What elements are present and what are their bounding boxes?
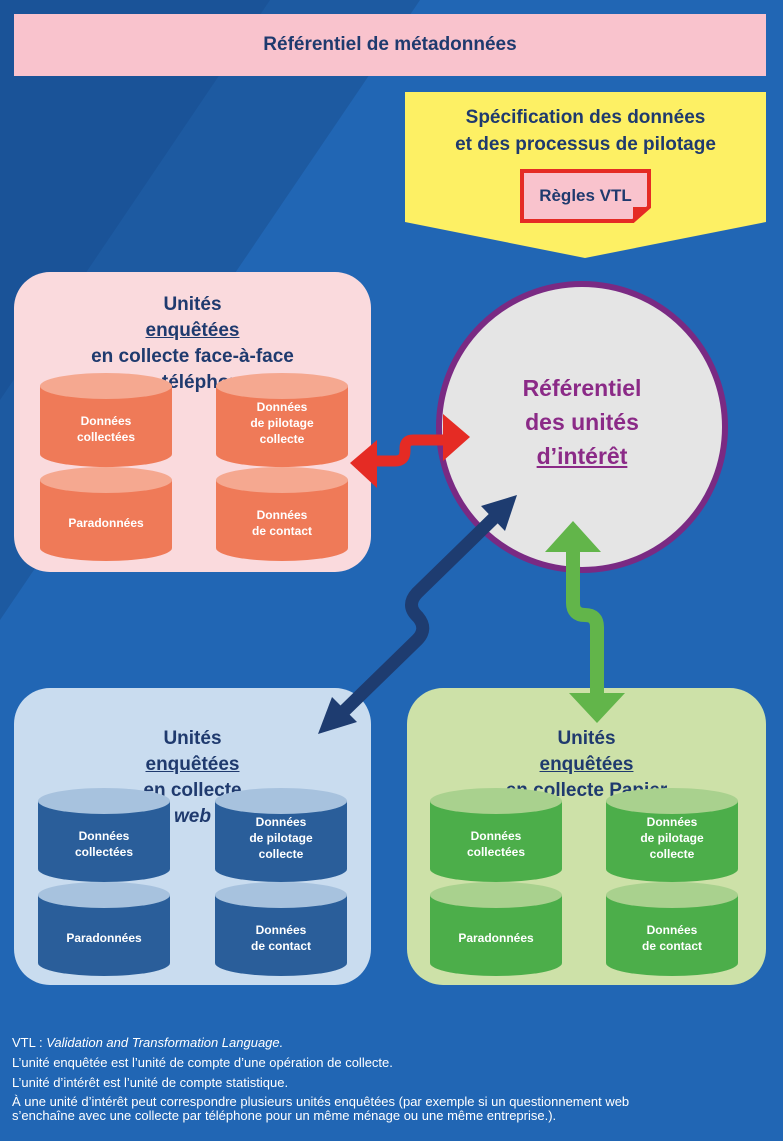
panel-paper: Unités enquêtées en collecte Papier Donn… bbox=[407, 688, 766, 985]
title-prefix: Unités bbox=[557, 728, 616, 749]
panel-web-title: Unités enquêtées en collecte web bbox=[14, 726, 371, 830]
specification-title: Spécification des données et des process… bbox=[405, 104, 766, 158]
cylinder-label: Paradonnées bbox=[458, 931, 534, 945]
title-line-2: en collecte face-à-face bbox=[91, 346, 294, 367]
metadata-header: Référentiel de métadonnées bbox=[14, 14, 766, 76]
footnote-2: L’unité d’intérêt est l’unité de compte … bbox=[12, 1075, 289, 1090]
database-icon bbox=[430, 882, 562, 976]
referentiel-line-1: Référentiel bbox=[522, 375, 642, 401]
title-prefix: Unités bbox=[163, 728, 222, 749]
database-icon bbox=[216, 467, 348, 561]
database-icon bbox=[215, 882, 347, 976]
header-title: Référentiel de métadonnées bbox=[263, 34, 517, 55]
vtl-rules-label: Règles VTL bbox=[539, 186, 632, 205]
database-icon bbox=[606, 788, 738, 882]
database-icon bbox=[215, 788, 347, 882]
referentiel-title: Référentiel des unités d’intérêt bbox=[442, 371, 722, 473]
title-line-2: en collecte bbox=[143, 780, 242, 801]
database-icon bbox=[606, 882, 738, 976]
title-underlined: enquêtées bbox=[145, 754, 240, 775]
panel-web: Unités enquêtées en collecte web Données… bbox=[14, 688, 371, 985]
database-icon bbox=[430, 788, 562, 882]
database-icon bbox=[40, 373, 172, 467]
panel-face-to-face: Unités enquêtées en collecte face-à-face… bbox=[14, 272, 371, 572]
specification-line-2: et des processus de pilotage bbox=[455, 134, 716, 155]
footnotes: VTL : Validation and Transformation Lang… bbox=[12, 1035, 777, 1127]
database-icon bbox=[216, 373, 348, 467]
footnote-3: À une unité d’intérêt peut correspondre … bbox=[12, 1094, 630, 1123]
referentiel-line-2: des unités bbox=[525, 409, 639, 435]
cylinder-paradonnees: Paradonnées bbox=[429, 881, 563, 977]
footnote-vtl: VTL : Validation and Transformation Lang… bbox=[12, 1035, 284, 1050]
database-icon bbox=[40, 467, 172, 561]
vtl-rules-document: Règles VTL bbox=[520, 169, 651, 223]
title-line-2-italic: web bbox=[174, 806, 211, 827]
referentiel-unites-interet-circle: Référentiel des unités d’intérêt bbox=[436, 281, 728, 573]
database-icon bbox=[38, 788, 170, 882]
cylinder-label: Paradonnées bbox=[68, 516, 144, 530]
database-icon bbox=[38, 882, 170, 976]
title-underlined: enquêtées bbox=[539, 754, 634, 775]
footnote-1: L’unité enquêtée est l’unité de compte d… bbox=[12, 1055, 393, 1070]
title-underlined: enquêtées bbox=[145, 320, 240, 341]
cylinder-paradonnees: Paradonnées bbox=[39, 466, 173, 562]
cylinder-paradonnees: Paradonnées bbox=[37, 881, 171, 977]
title-prefix: Unités bbox=[163, 294, 222, 315]
referentiel-line-3: d’intérêt bbox=[536, 443, 628, 469]
specification-line-1: Spécification des données bbox=[465, 107, 706, 128]
document-icon bbox=[520, 169, 651, 223]
cylinder-label: Paradonnées bbox=[66, 931, 142, 945]
specification-box: Spécification des données et des process… bbox=[405, 92, 766, 260]
